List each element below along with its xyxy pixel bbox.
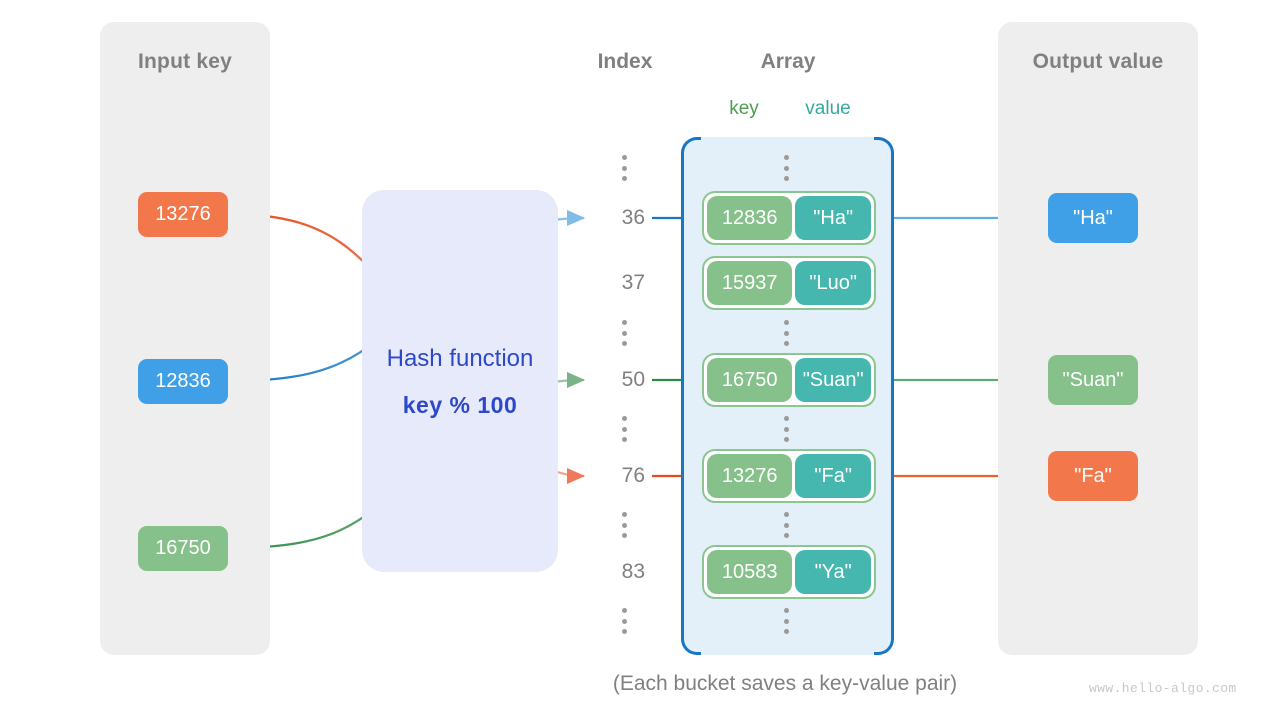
- index-label-76: 76: [621, 464, 645, 487]
- bucket-37-value: "Luo": [795, 261, 871, 305]
- index-ellipsis-2: [622, 320, 628, 346]
- bucket-83-key: 10583: [707, 550, 793, 594]
- index-ellipsis-4: [622, 512, 628, 538]
- output-panel-title: Output value: [1032, 50, 1164, 73]
- input-panel-title: Input key: [138, 50, 232, 73]
- hash-function-box: Hash function key % 100: [362, 190, 558, 572]
- index-ellipsis-top: [622, 155, 628, 181]
- array-right-bracket: [874, 137, 894, 655]
- array-ellipsis-top: [784, 155, 790, 181]
- output-value-panel: Output value: [998, 22, 1198, 655]
- array-left-bracket: [681, 137, 701, 655]
- bucket-50-value: "Suan": [795, 358, 871, 402]
- array-ellipsis-bottom: [784, 608, 790, 634]
- output-value-fa[interactable]: "Fa": [1048, 451, 1138, 501]
- bucket-36[interactable]: 12836 "Ha": [702, 191, 876, 245]
- bucket-83[interactable]: 10583 "Ya": [702, 545, 876, 599]
- array-ellipsis-4: [784, 512, 790, 538]
- input-key-16750[interactable]: 16750: [138, 526, 228, 571]
- bucket-50-key: 16750: [707, 358, 793, 402]
- index-label-83: 83: [621, 560, 645, 583]
- output-value-suan[interactable]: "Suan": [1048, 355, 1138, 405]
- index-ellipsis-bottom: [622, 608, 628, 634]
- bucket-76-value: "Fa": [795, 454, 871, 498]
- input-key-13276[interactable]: 13276: [138, 192, 228, 237]
- bucket-36-value: "Ha": [795, 196, 871, 240]
- watermark: www.hello-algo.com: [1089, 681, 1237, 696]
- array-value-subheader: value: [805, 98, 851, 119]
- bucket-37-key: 15937: [707, 261, 793, 305]
- index-label-50: 50: [621, 368, 645, 391]
- hash-function-formula: key % 100: [402, 392, 518, 418]
- array-ellipsis-3: [784, 416, 790, 442]
- bucket-83-value: "Ya": [795, 550, 871, 594]
- hash-function-name: Hash function: [386, 345, 534, 372]
- array-ellipsis-2: [784, 320, 790, 346]
- index-ellipsis-3: [622, 416, 628, 442]
- bucket-76-key: 13276: [707, 454, 793, 498]
- array-column-header: Array: [760, 50, 816, 73]
- diagram-caption: (Each bucket saves a key-value pair): [612, 672, 958, 695]
- bucket-36-key: 12836: [707, 196, 793, 240]
- bucket-37[interactable]: 15937 "Luo": [702, 256, 876, 310]
- input-key-12836[interactable]: 12836: [138, 359, 228, 404]
- bucket-50[interactable]: 16750 "Suan": [702, 353, 876, 407]
- index-label-37: 37: [621, 271, 645, 294]
- output-value-ha[interactable]: "Ha": [1048, 193, 1138, 243]
- bucket-76[interactable]: 13276 "Fa": [702, 449, 876, 503]
- index-label-36: 36: [621, 206, 645, 229]
- array-key-subheader: key: [729, 98, 759, 119]
- index-column-header: Index: [597, 50, 653, 73]
